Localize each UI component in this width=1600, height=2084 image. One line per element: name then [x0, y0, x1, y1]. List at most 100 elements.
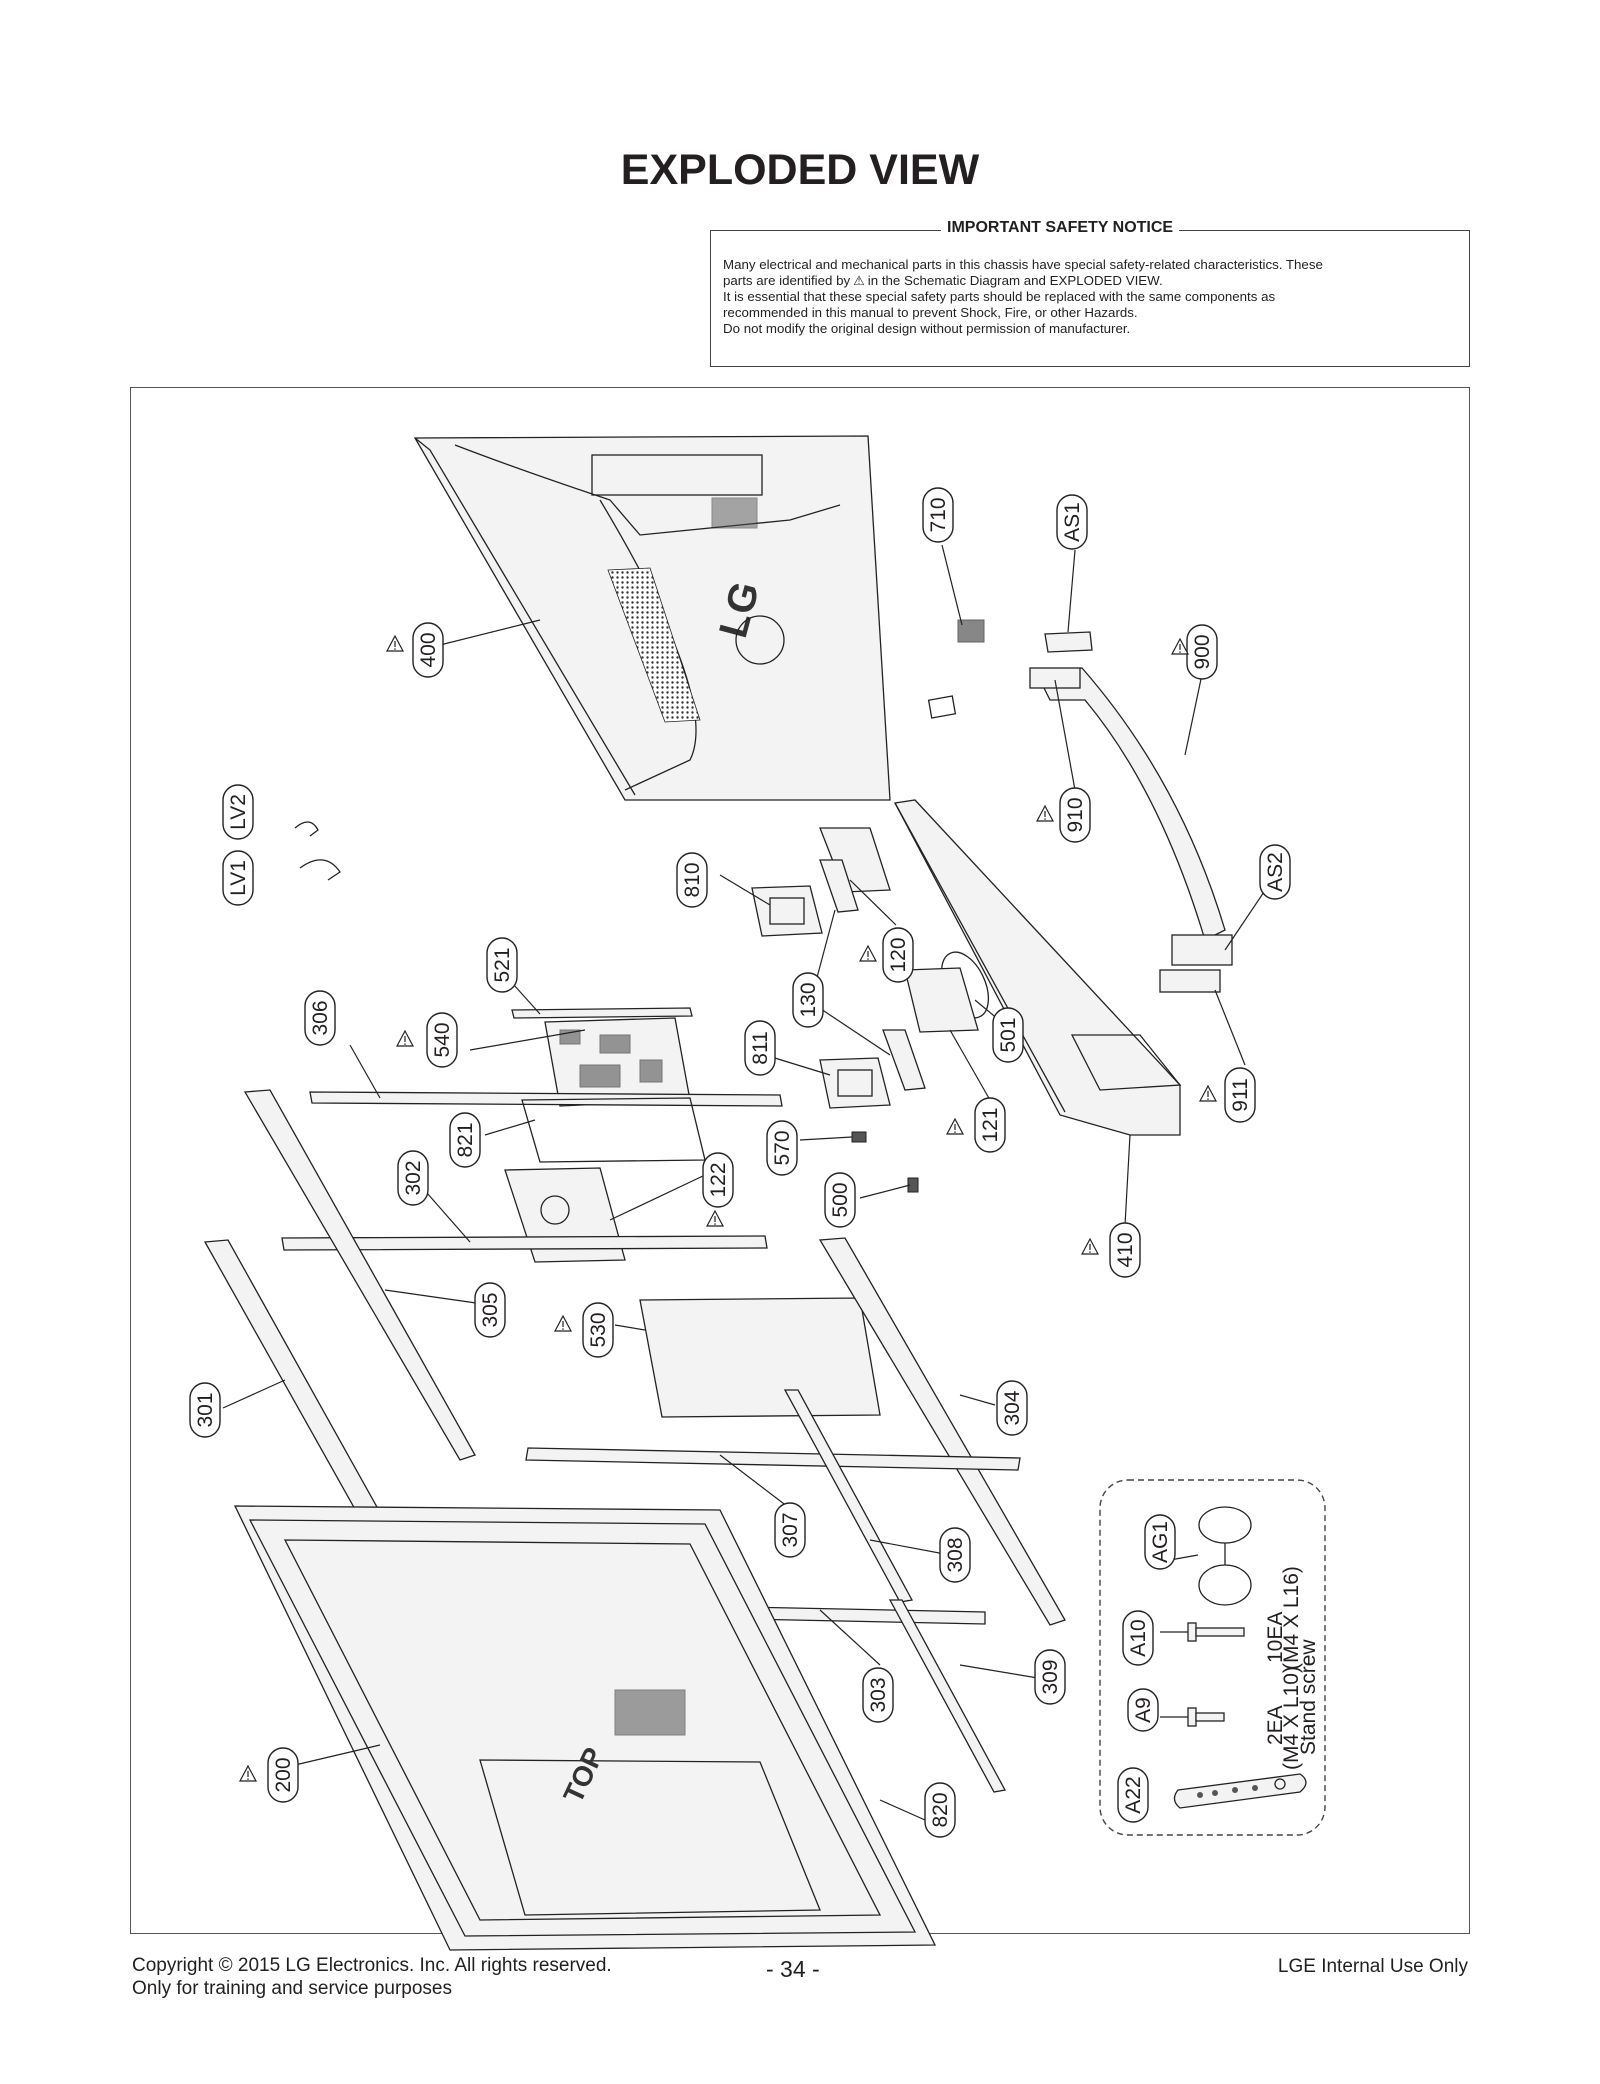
part-number-as1: AS1	[1061, 502, 1084, 542]
part-number-820: 820	[929, 1792, 952, 1827]
safety-notice-body: Many electrical and mechanical parts in …	[723, 257, 1457, 337]
safety-notice-heading: IMPORTANT SAFETY NOTICE	[941, 219, 1180, 237]
part-label-820: 820	[924, 1782, 956, 1838]
stand-screw-label: Stand screw	[1297, 1639, 1320, 1755]
bar-305-shape	[243, 1089, 476, 1461]
part-710-shape	[957, 619, 985, 643]
bar-306-shape	[309, 1091, 783, 1107]
footer-copyright-block: Copyright © 2015 LG Electronics. Inc. Al…	[132, 1954, 612, 2000]
part-label-130: 130	[792, 972, 824, 1028]
part-label-as2: AS2	[1259, 844, 1291, 900]
part-label-305: 305	[474, 1282, 506, 1338]
part-number-301: 301	[194, 1392, 217, 1427]
part-label-501: 501	[992, 1007, 1024, 1063]
display-module-200: TOP	[233, 1505, 937, 1951]
part-label-a9: A9	[1127, 1688, 1159, 1732]
part-number-410: 410	[1114, 1232, 1137, 1267]
page-title: EXPLODED VIEW	[620, 146, 980, 194]
part-number-a22: A22	[1122, 1776, 1145, 1813]
part-as1-shape	[1044, 631, 1093, 653]
part-number-as2: AS2	[1264, 852, 1287, 892]
part-number-305: 305	[479, 1292, 502, 1327]
leader-lines	[222, 544, 1273, 1821]
part-label-306: 306	[304, 990, 336, 1046]
bar-302-shape	[281, 1235, 768, 1251]
part-label-309: 309	[1034, 1649, 1066, 1705]
notice-line: Do not modify the original design withou…	[723, 321, 1131, 336]
part-number-lv1: LV1	[227, 860, 250, 896]
part-label-570: 570	[766, 1120, 798, 1176]
part-number-400: 400	[417, 632, 440, 667]
part-label-911: 911	[1224, 1067, 1256, 1123]
part-number-540: 540	[431, 1022, 454, 1057]
back-cover-400: LG	[413, 435, 957, 801]
safety-notice-box: IMPORTANT SAFETY NOTICE Many electrical …	[710, 219, 1470, 367]
a9-spec: (M4 X L10)	[1280, 1666, 1303, 1770]
warning-triangle-icon	[859, 945, 877, 962]
part-label-810: 810	[676, 852, 708, 908]
part-number-521: 521	[491, 947, 514, 982]
part-number-821: 821	[454, 1122, 477, 1157]
bar-309-shape	[888, 1599, 1006, 1793]
part-number-121: 121	[979, 1107, 1002, 1142]
part-number-501: 501	[997, 1017, 1020, 1052]
footer-internal: LGE Internal Use Only	[1277, 1956, 1468, 1977]
notice-line: Many electrical and mechanical parts in …	[723, 257, 1323, 272]
lv1-clip	[299, 859, 341, 881]
part-label-821: 821	[449, 1112, 481, 1168]
notice-line: parts are identified by⚠in the Schematic…	[723, 273, 1457, 289]
part-number-122: 122	[707, 1162, 730, 1197]
part-label-lv2: LV2	[222, 784, 254, 840]
warning-triangle-icon	[239, 1765, 257, 1782]
bracket-130a-shape	[819, 859, 859, 913]
part-811-shape	[819, 1057, 891, 1109]
part-number-ag1: AG1	[1149, 1521, 1172, 1563]
part-label-302: 302	[397, 1150, 429, 1206]
notice-line: recommended in this manual to prevent Sh…	[723, 305, 1138, 320]
footer-training: Only for training and service purposes	[132, 1978, 452, 1999]
notice-line: It is essential that these special safet…	[723, 289, 1276, 304]
part-number-306: 306	[309, 1000, 332, 1035]
a9-quantity: 2EA	[1264, 1705, 1287, 1745]
part-number-307: 307	[779, 1512, 802, 1547]
part-label-308: 308	[939, 1527, 971, 1583]
part-label-521: 521	[486, 937, 518, 993]
part-label-lv1: LV1	[222, 850, 254, 906]
part-number-570: 570	[771, 1130, 794, 1165]
part-number-lv2: LV2	[227, 794, 250, 830]
part-number-810: 810	[681, 862, 704, 897]
part-label-121: 121	[974, 1097, 1006, 1153]
bar-308-shape	[783, 1389, 914, 1603]
warning-triangle-icon: ⚠	[853, 273, 865, 288]
warning-triangle-icon	[1081, 1238, 1099, 1255]
warning-triangle-icon	[1036, 805, 1054, 822]
part-number-500: 500	[829, 1182, 852, 1217]
part-label-811: 811	[744, 1020, 776, 1076]
part-label-910: 910	[1059, 787, 1091, 843]
part-number-308: 308	[944, 1537, 967, 1572]
part-label-304: 304	[996, 1380, 1028, 1436]
part-label-122: 122	[702, 1152, 734, 1208]
part-label-410: 410	[1109, 1222, 1141, 1278]
part-number-811: 811	[749, 1031, 772, 1064]
part-label-710: 710	[922, 487, 954, 543]
screw-a9-icon	[1187, 1707, 1225, 1727]
bar-307-shape	[525, 1447, 1021, 1471]
part-label-307: 307	[774, 1502, 806, 1558]
warning-triangle-icon	[1171, 638, 1189, 655]
part-label-as1: AS1	[1056, 494, 1088, 550]
warning-triangle-icon	[396, 1030, 414, 1047]
lv2-clip	[294, 821, 319, 837]
part-label-ag1: AG1	[1144, 1514, 1176, 1570]
part-number-530: 530	[587, 1312, 610, 1347]
warning-triangle-icon	[946, 1118, 964, 1135]
part-label-120: 120	[882, 927, 914, 983]
warning-triangle-icon	[1199, 1085, 1217, 1102]
part-label-301: 301	[189, 1382, 221, 1438]
remote-control-icon	[1173, 1773, 1307, 1809]
warning-triangle-icon	[706, 1210, 724, 1227]
notice-text: in the Schematic Diagram and EXPLODED VI…	[867, 273, 1163, 288]
part-label-200: 200	[267, 1747, 299, 1803]
stand-body-410	[893, 799, 1182, 1136]
